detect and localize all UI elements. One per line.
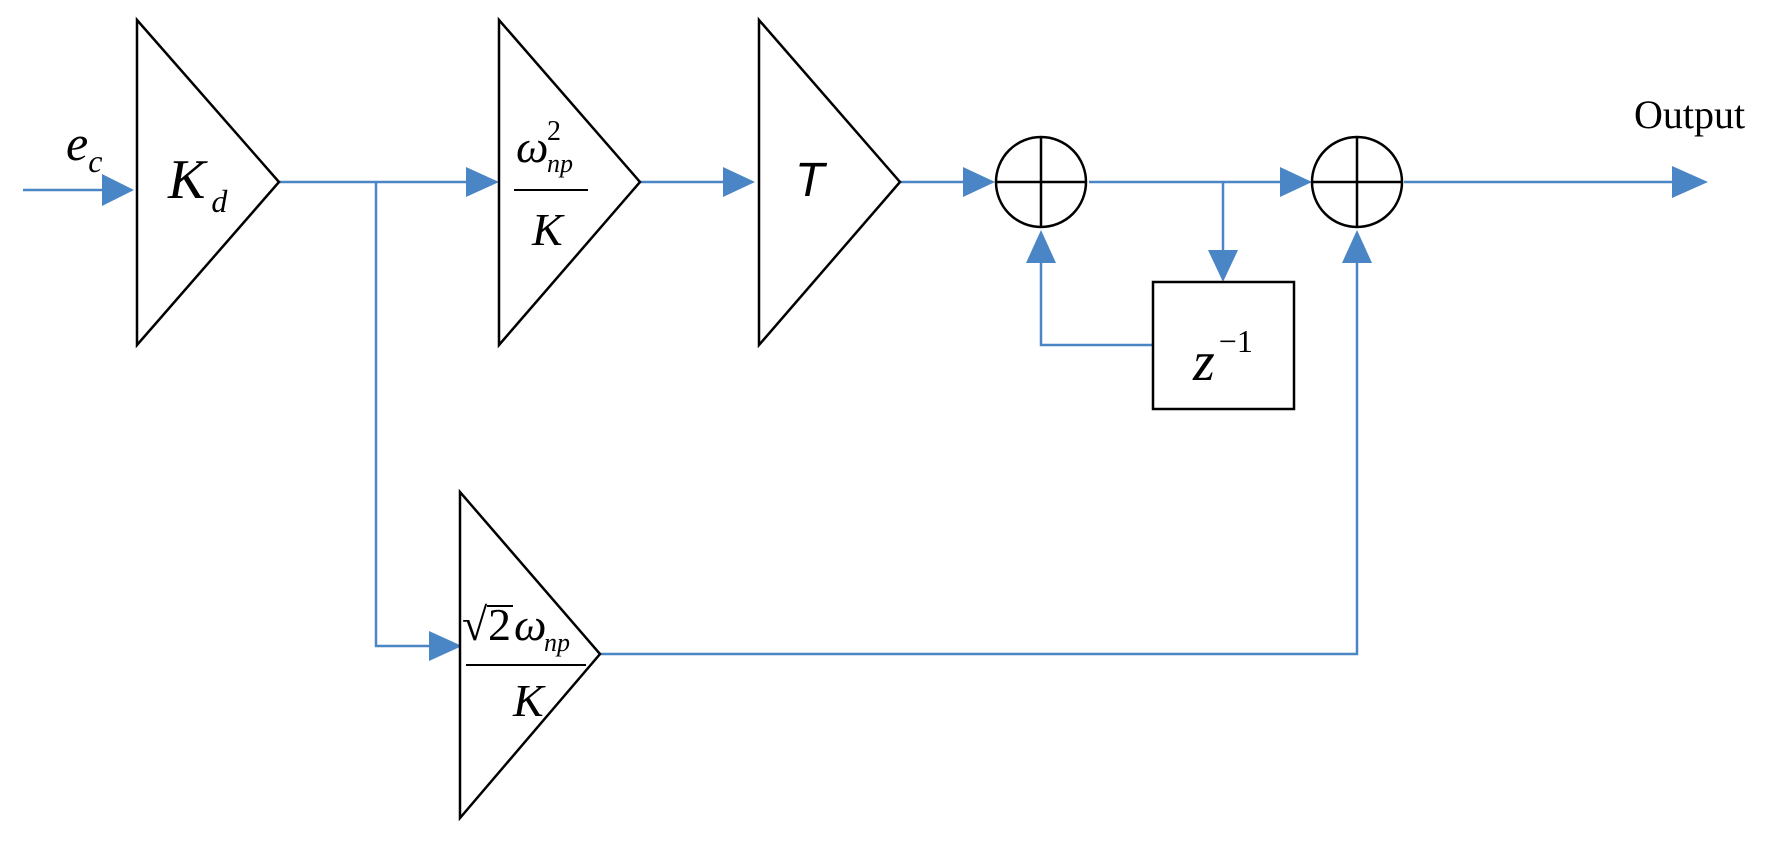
summing-junction-1 (994, 135, 1088, 229)
arrowhead-into-delay (1208, 250, 1238, 282)
svg-text:np: np (547, 149, 573, 178)
arrowhead-feedback-into-sum1 (1026, 230, 1056, 263)
input-label: ec (66, 115, 102, 179)
arrowheads (102, 166, 1708, 661)
summing-junction-2 (1310, 135, 1404, 229)
wire-branch-to-sqrt2 (374, 182, 435, 648)
gain-omega-block (497, 16, 642, 349)
wire-delay-feedback (1039, 258, 1153, 347)
svg-text:np: np (544, 628, 570, 657)
arrowhead-into-sqrt2 (429, 631, 462, 661)
gain-omega-label: ω 2 np K (514, 116, 588, 255)
delay-block (1151, 280, 1296, 411)
wire-sqrt2-to-sum2 (600, 258, 1359, 656)
gain-t-block (757, 16, 902, 349)
arrowhead-input (102, 174, 134, 206)
gain-sqrt2-block (458, 488, 602, 822)
svg-text:K: K (531, 204, 565, 255)
arrowhead-output (1672, 166, 1708, 198)
arrowhead-into-omega (466, 167, 499, 197)
arrowhead-into-sum2 (1280, 167, 1312, 197)
svg-text:K: K (512, 675, 546, 726)
svg-text:2: 2 (488, 599, 511, 650)
output-label: Output (1634, 92, 1745, 137)
svg-text:2: 2 (547, 116, 561, 147)
svg-text:√: √ (462, 599, 488, 650)
signal-wires (23, 180, 1680, 656)
gain-kd-block (135, 16, 281, 349)
gain-sqrt2-label: √ 2 ω np K (462, 599, 586, 726)
arrowhead-into-sum1 (963, 167, 995, 197)
gain-t-label: T (795, 154, 828, 207)
arrowhead-into-sum2-bottom (1342, 230, 1372, 263)
svg-text:ω: ω (514, 599, 546, 650)
arrowhead-into-t (723, 167, 755, 197)
delay-label: z−1 (1192, 323, 1253, 393)
svg-text:ω: ω (516, 121, 548, 172)
